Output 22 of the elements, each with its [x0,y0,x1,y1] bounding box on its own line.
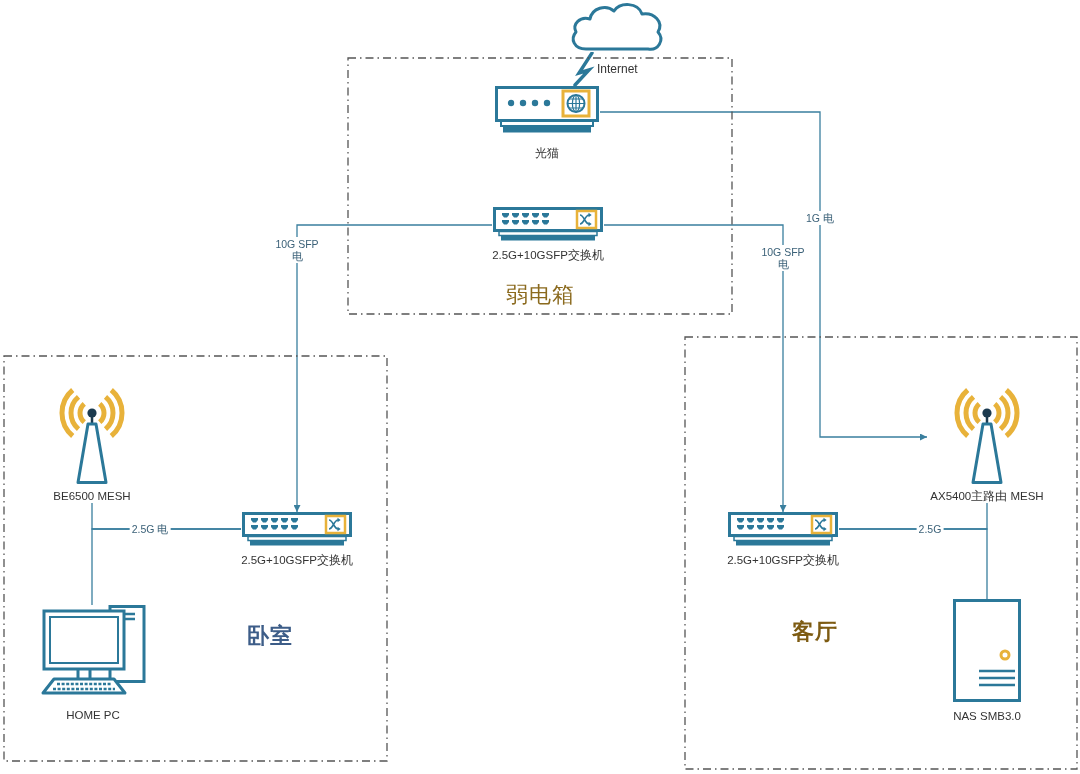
device-label: NAS SMB3.0 [953,709,1021,723]
area-title: 弱电箱 [505,282,575,308]
device-label: 2.5G+10GSFP交换机 [241,553,353,567]
device-label: 2.5G+10GSFP交换机 [727,553,839,567]
device-label: 光猫 [535,146,559,160]
dashed-area-frame [3,355,388,762]
arrow [603,224,787,513]
edge-label: 2.5G 电 [129,522,171,536]
area-title: 客厅 [792,619,838,645]
lightning-connector [573,51,595,87]
area-title: 卧室 [247,623,293,649]
device-label: AX5400主路由 MESH [930,489,1044,503]
dashed-area-frame [347,57,733,315]
device-label: HOME PC [66,708,120,722]
arrow [599,111,928,441]
edge-label: 1G 电 [804,211,836,225]
arrow [293,224,493,513]
device-label: BE6500 MESH [53,489,131,503]
cloud-label: Internet [597,62,638,76]
device-label: 2.5G+10GSFP交换机 [492,248,604,262]
edge-label: 2.5G [916,522,944,536]
dashed-area-frame [684,336,1078,770]
